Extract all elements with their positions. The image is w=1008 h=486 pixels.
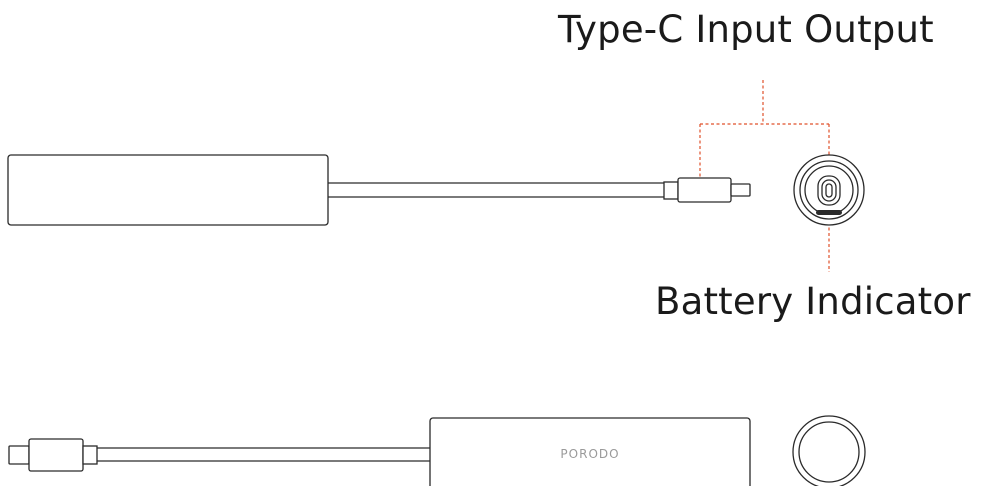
connector-tip-top — [730, 183, 751, 197]
hub-bottom-view — [8, 415, 866, 486]
callout-lines — [699, 80, 830, 272]
connector-collar-top — [663, 181, 679, 200]
brand-logo: PORODO — [560, 447, 619, 461]
type-c-input-output-label: Type-C Input Output — [558, 8, 934, 51]
port-module-top — [793, 154, 865, 226]
battery-indicator-led — [816, 210, 842, 215]
hub-body-bottom — [429, 417, 751, 486]
hub-top-view — [7, 154, 751, 226]
connector-tip-bottom — [8, 445, 30, 465]
usb-c-port-icon — [817, 175, 841, 206]
connector-collar-bottom — [82, 445, 98, 465]
connector-housing-bottom — [28, 438, 84, 472]
battery-indicator-label: Battery Indicator — [655, 280, 971, 323]
connector-housing-top — [677, 177, 732, 203]
hub-body-top — [7, 154, 329, 226]
